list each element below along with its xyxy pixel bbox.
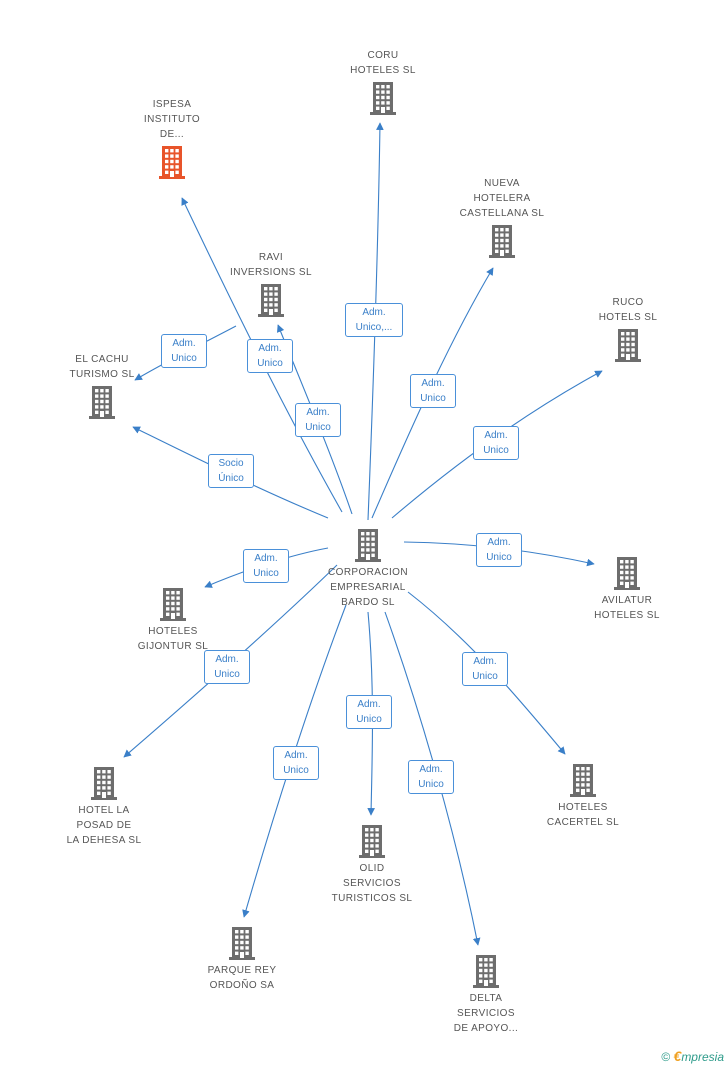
company-name-cacertel: HOTELES CACERTEL SL xyxy=(546,802,620,828)
building-icon xyxy=(489,225,515,258)
brand-logo-initial: € xyxy=(673,1048,682,1064)
company-name-olid: OLID SERVICIOS TURISTICOS SL xyxy=(331,863,413,904)
company-name-nueva: NUEVA HOTELERA CASTELLANA SL xyxy=(459,178,545,219)
building-icon xyxy=(355,529,381,562)
relation-label-ruco[interactable]: Adm. Unico xyxy=(473,426,519,460)
building-icon xyxy=(159,146,185,179)
company-node-coru[interactable]: CORU HOTELES SL xyxy=(318,48,448,116)
building-icon xyxy=(91,767,117,800)
relation-label-delta[interactable]: Adm. Unico xyxy=(408,760,454,794)
company-name-posada: HOTEL LA POSAD DE LA DEHESA SL xyxy=(66,805,142,846)
building-icon xyxy=(370,82,396,115)
company-name-ispesa: ISPESA INSTITUTO DE... xyxy=(143,99,201,140)
company-name-cachu: EL CACHU TURISMO SL xyxy=(69,354,135,380)
company-node-posada[interactable]: HOTEL LA POSAD DE LA DEHESA SL xyxy=(39,765,169,848)
building-icon xyxy=(615,329,641,362)
company-name-coru: CORU HOTELES SL xyxy=(350,50,416,76)
company-node-parque[interactable]: PARQUE REY ORDOÑO SA xyxy=(177,925,307,993)
building-icon xyxy=(229,927,255,960)
company-node-nueva[interactable]: NUEVA HOTELERA CASTELLANA SL xyxy=(437,176,567,259)
relation-label-avilatur[interactable]: Adm. Unico xyxy=(476,533,522,567)
footer-brand: © €mpresia xyxy=(661,1048,724,1064)
relation-label-cacertel[interactable]: Adm. Unico xyxy=(462,652,508,686)
company-name-gijontur: HOTELES GIJONTUR SL xyxy=(137,626,209,652)
company-node-cachu[interactable]: EL CACHU TURISMO SL xyxy=(37,352,167,420)
relation-label-ispesa[interactable]: Adm. Unico xyxy=(247,339,293,373)
building-icon xyxy=(473,955,499,988)
company-name-delta: DELTA SERVICIOS DE APOYO... xyxy=(453,993,519,1034)
building-icon xyxy=(89,386,115,419)
company-node-ravi[interactable]: RAVI INVERSIONS SL xyxy=(206,250,336,318)
company-node-olid[interactable]: OLID SERVICIOS TURISTICOS SL xyxy=(307,823,437,906)
relation-label-gijontur[interactable]: Adm. Unico xyxy=(243,549,289,583)
building-icon xyxy=(160,588,186,621)
building-icon xyxy=(359,825,385,858)
company-node-gijontur[interactable]: HOTELES GIJONTUR SL xyxy=(108,586,238,654)
company-node-delta[interactable]: DELTA SERVICIOS DE APOYO... xyxy=(421,953,551,1036)
relation-label-ravi[interactable]: Adm. Unico xyxy=(295,403,341,437)
company-name-ruco: RUCO HOTELS SL xyxy=(598,297,658,323)
relation-label-olid[interactable]: Adm. Unico xyxy=(346,695,392,729)
copyright-symbol: © xyxy=(661,1050,671,1064)
relation-label-cachu[interactable]: Adm. Unico xyxy=(161,334,207,368)
company-name-center: CORPORACION EMPRESARIAL BARDO SL xyxy=(328,567,408,608)
company-name-ravi: RAVI INVERSIONS SL xyxy=(230,252,312,278)
relation-label-nueva[interactable]: Adm. Unico xyxy=(410,374,456,408)
company-node-ruco[interactable]: RUCO HOTELS SL xyxy=(563,295,693,363)
relation-label-cachu2[interactable]: Socio Único xyxy=(208,454,254,488)
building-icon xyxy=(258,284,284,317)
company-node-ispesa[interactable]: ISPESA INSTITUTO DE... xyxy=(107,97,237,180)
company-node-center[interactable]: CORPORACION EMPRESARIAL BARDO SL xyxy=(303,527,433,610)
building-icon xyxy=(570,764,596,797)
brand-name: mpresia xyxy=(681,1050,724,1064)
company-name-parque: PARQUE REY ORDOÑO SA xyxy=(207,965,277,991)
company-node-avilatur[interactable]: AVILATUR HOTELES SL xyxy=(562,555,692,623)
company-node-cacertel[interactable]: HOTELES CACERTEL SL xyxy=(518,762,648,830)
relation-label-posada[interactable]: Adm. Unico xyxy=(204,650,250,684)
relation-label-coru[interactable]: Adm. Unico,... xyxy=(345,303,403,337)
company-name-avilatur: AVILATUR HOTELES SL xyxy=(594,595,660,621)
building-icon xyxy=(614,557,640,590)
relation-label-parque[interactable]: Adm. Unico xyxy=(273,746,319,780)
